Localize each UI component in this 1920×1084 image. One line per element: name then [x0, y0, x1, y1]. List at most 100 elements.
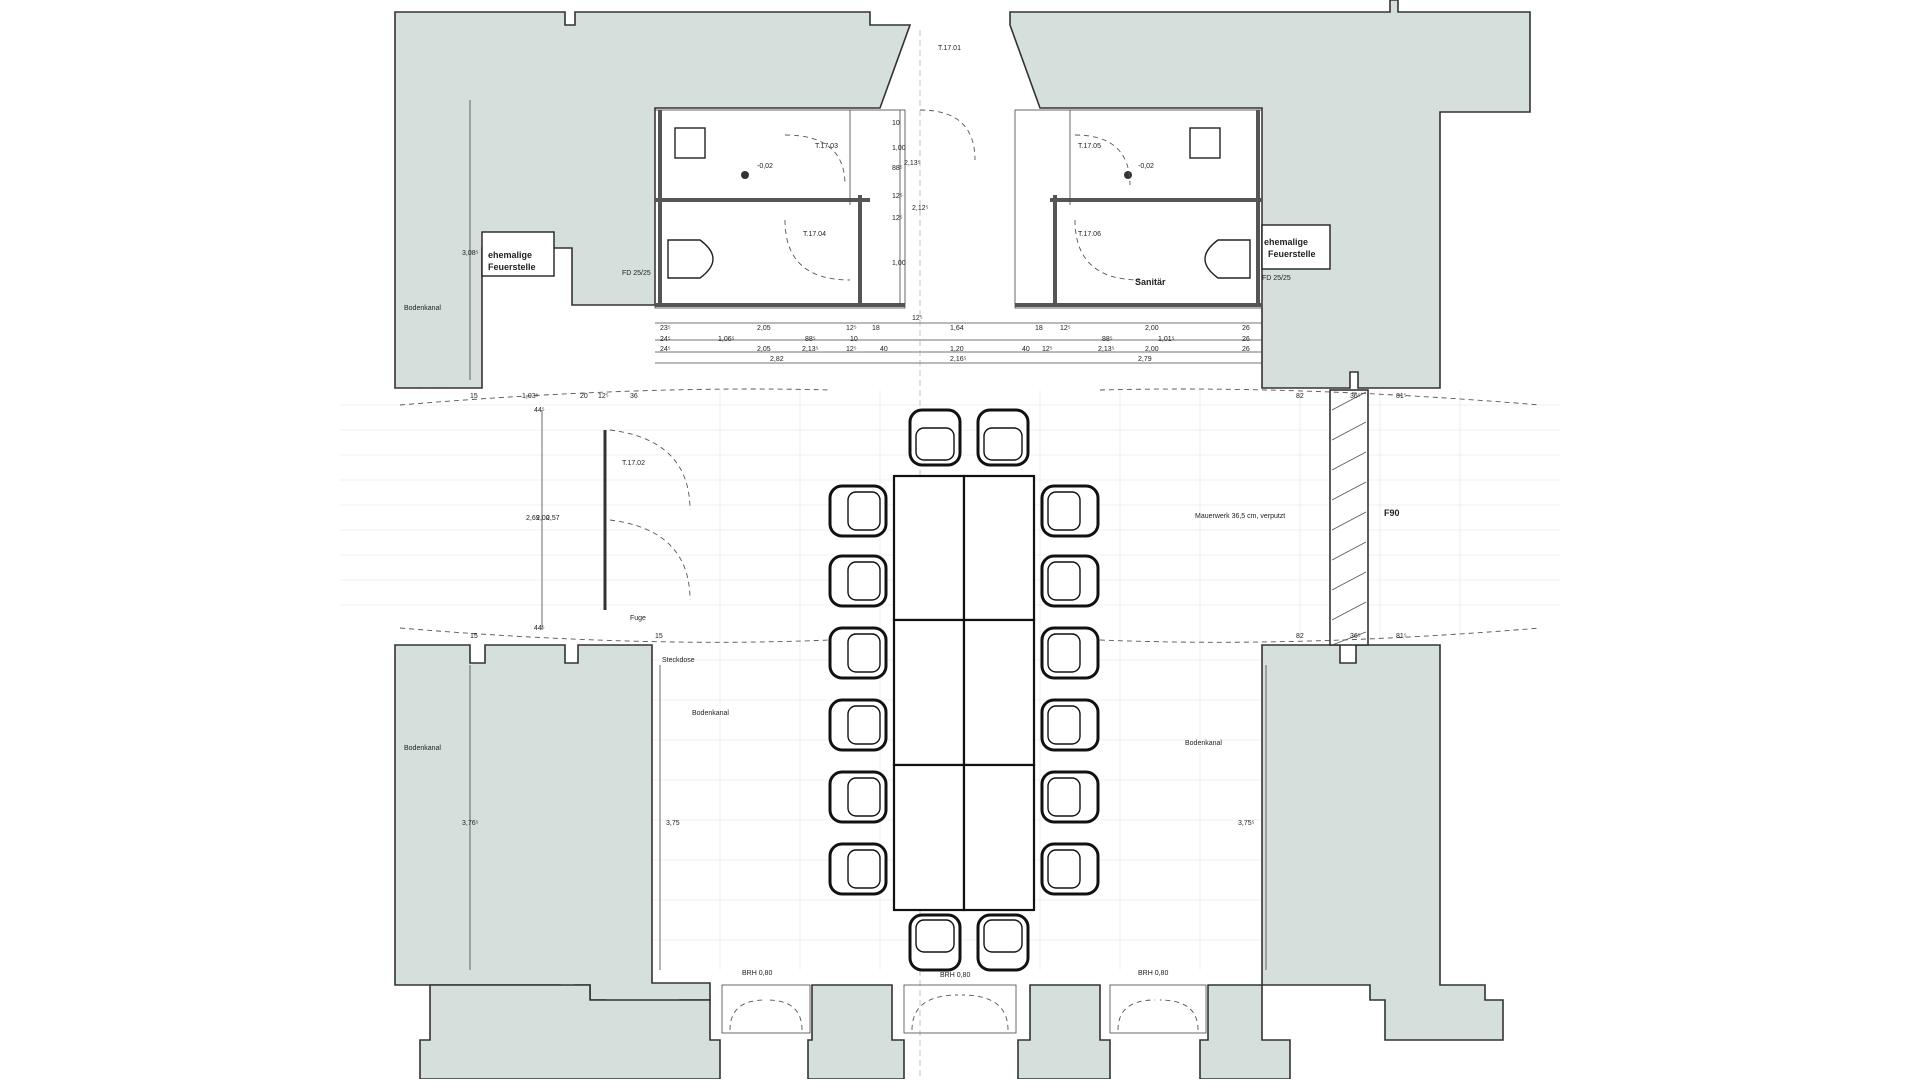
- wall-bottom-mid-left: [807, 984, 905, 1080]
- f90-wall: [1329, 389, 1369, 646]
- flue-left-label: FD 25/25: [622, 270, 651, 277]
- wall-bottom-mid-right: [1017, 984, 1111, 1080]
- sanitary-block: [481, 109, 1331, 309]
- dimension-label: 3,08⁵: [462, 250, 479, 257]
- chair: [828, 770, 888, 824]
- dimension-label: 88⁵: [892, 165, 903, 172]
- dimension-label: 1,06⁵: [718, 336, 735, 343]
- dimension-label: 2,13⁵: [904, 160, 921, 167]
- floor-channel-label: Bodenkanal: [404, 305, 441, 312]
- dimension-label: 20: [580, 393, 588, 400]
- fireplace-right-label-1: ehemalige: [1264, 237, 1308, 247]
- dimension-label: 2,69: [526, 515, 540, 522]
- room-label-t1705: T.17.05: [1078, 143, 1101, 150]
- toilet-right-icon: [1204, 239, 1251, 279]
- dimension-label: 88⁵: [1102, 336, 1113, 343]
- chair: [976, 408, 1030, 467]
- dimension-label: 12⁵: [1042, 346, 1053, 353]
- dimension-label: 81⁵: [1396, 393, 1407, 400]
- dimension-label: 18: [872, 325, 880, 332]
- dimension-label: 2,13⁵: [1098, 346, 1115, 353]
- sill-height-label: BRH 0,80: [742, 970, 772, 977]
- sanitary-label: Sanitär: [1135, 277, 1166, 287]
- dimension-label: 2,79: [1138, 356, 1152, 363]
- drain-right-icon: [1124, 171, 1132, 179]
- table-segment: [892, 474, 966, 622]
- dimension-label: 36⁵: [1350, 633, 1361, 640]
- joint-label: Fuge: [630, 615, 646, 622]
- chair: [828, 626, 888, 680]
- dimension-label: 2,12⁵: [912, 205, 929, 212]
- wall-top-right: [1009, 0, 1531, 389]
- room-label-t1704: T.17.04: [803, 231, 826, 238]
- dimension-lines: [469, 30, 1267, 1079]
- floor-channel-label: Bodenkanal: [404, 745, 441, 752]
- fireplace-left-label-2: Feuerstelle: [488, 262, 536, 272]
- dimension-label: 2,57: [546, 515, 560, 522]
- socket-label: Steckdose: [662, 657, 695, 664]
- chair: [1040, 554, 1100, 608]
- dimension-label: 1,64: [950, 325, 964, 332]
- wall-bottom-left-pillar: [394, 644, 711, 1041]
- dimension-label: 2,00: [1145, 346, 1159, 353]
- dimension-label: 24⁵: [660, 336, 671, 343]
- dimension-label: 12⁵: [892, 215, 903, 222]
- dimension-label: 24⁵: [660, 346, 671, 353]
- shower-right-icon: [1189, 127, 1221, 159]
- dimension-label: 12⁵: [846, 346, 857, 353]
- room-labels: T.17.01 T.17.02 T.17.03 T.17.04 T.17.05 …: [404, 45, 1400, 979]
- wall-bottom-right: [1199, 984, 1291, 1080]
- dimension-label: 2,05: [757, 325, 771, 332]
- chair: [976, 913, 1030, 972]
- fireplace-left-label-1: ehemalige: [488, 250, 532, 260]
- fireplace-right-label-2: Feuerstelle: [1268, 249, 1316, 259]
- walls: [394, 0, 1531, 1080]
- wall-top-left: [394, 11, 912, 389]
- chair: [1040, 626, 1100, 680]
- dimension-label: 2,82: [770, 356, 784, 363]
- dimension-label: 26: [1242, 336, 1250, 343]
- dimension-label: 40: [1022, 346, 1030, 353]
- dimension-texts: 23⁵ 2,05 12⁵ 18 1,64 18 12⁵ 2,00 26 24⁵ …: [462, 120, 1407, 827]
- f90-label: F90: [1384, 508, 1400, 518]
- dimension-label: 10: [892, 120, 900, 127]
- dimension-label: 12⁵: [1060, 325, 1071, 332]
- dimension-label: 81⁵: [1396, 633, 1407, 640]
- dimension-label: 3,76⁵: [462, 820, 479, 827]
- wall-bottom-right-pillar: [1261, 644, 1504, 1041]
- dimension-label: 1,20: [950, 346, 964, 353]
- drain-left-icon: [741, 171, 749, 179]
- door-swings: [399, 109, 1541, 643]
- dimension-label: 15: [655, 633, 663, 640]
- dimension-label: 26: [1242, 325, 1250, 332]
- chair: [828, 698, 888, 752]
- table-segment: [962, 474, 1036, 622]
- dimension-label: 26: [1242, 346, 1250, 353]
- level-label: -0,02: [757, 163, 773, 170]
- dimension-label: 88⁵: [805, 336, 816, 343]
- conference-table: [892, 474, 1036, 912]
- floor-channel-label: Bodenkanal: [1185, 740, 1222, 747]
- dimension-label: 1,00: [892, 260, 906, 267]
- shower-left-icon: [674, 127, 706, 159]
- sill-height-label: BRH 0,80: [1138, 970, 1168, 977]
- dimension-label: 10: [850, 336, 858, 343]
- windows: [721, 984, 1207, 1034]
- dimension-label: 3,75⁵: [1238, 820, 1255, 827]
- dimension-label: 1,01⁵: [1158, 336, 1175, 343]
- toilet-left-icon: [667, 239, 714, 279]
- dimension-label: 40: [880, 346, 888, 353]
- room-label-t1701: T.17.01: [938, 45, 961, 52]
- dimension-label: 82: [1296, 633, 1304, 640]
- dimension-label: 2,05: [757, 346, 771, 353]
- dimension-label: 82: [1296, 393, 1304, 400]
- dimension-label: 3,75: [666, 820, 680, 827]
- chair: [828, 842, 888, 896]
- chair: [828, 554, 888, 608]
- room-label-t1702: T.17.02: [622, 460, 645, 467]
- masonry-label: Mauerwerk 36,5 cm, verputzt: [1195, 513, 1285, 520]
- dimension-label: 18: [1035, 325, 1043, 332]
- dimension-label: 2,13⁵: [802, 346, 819, 353]
